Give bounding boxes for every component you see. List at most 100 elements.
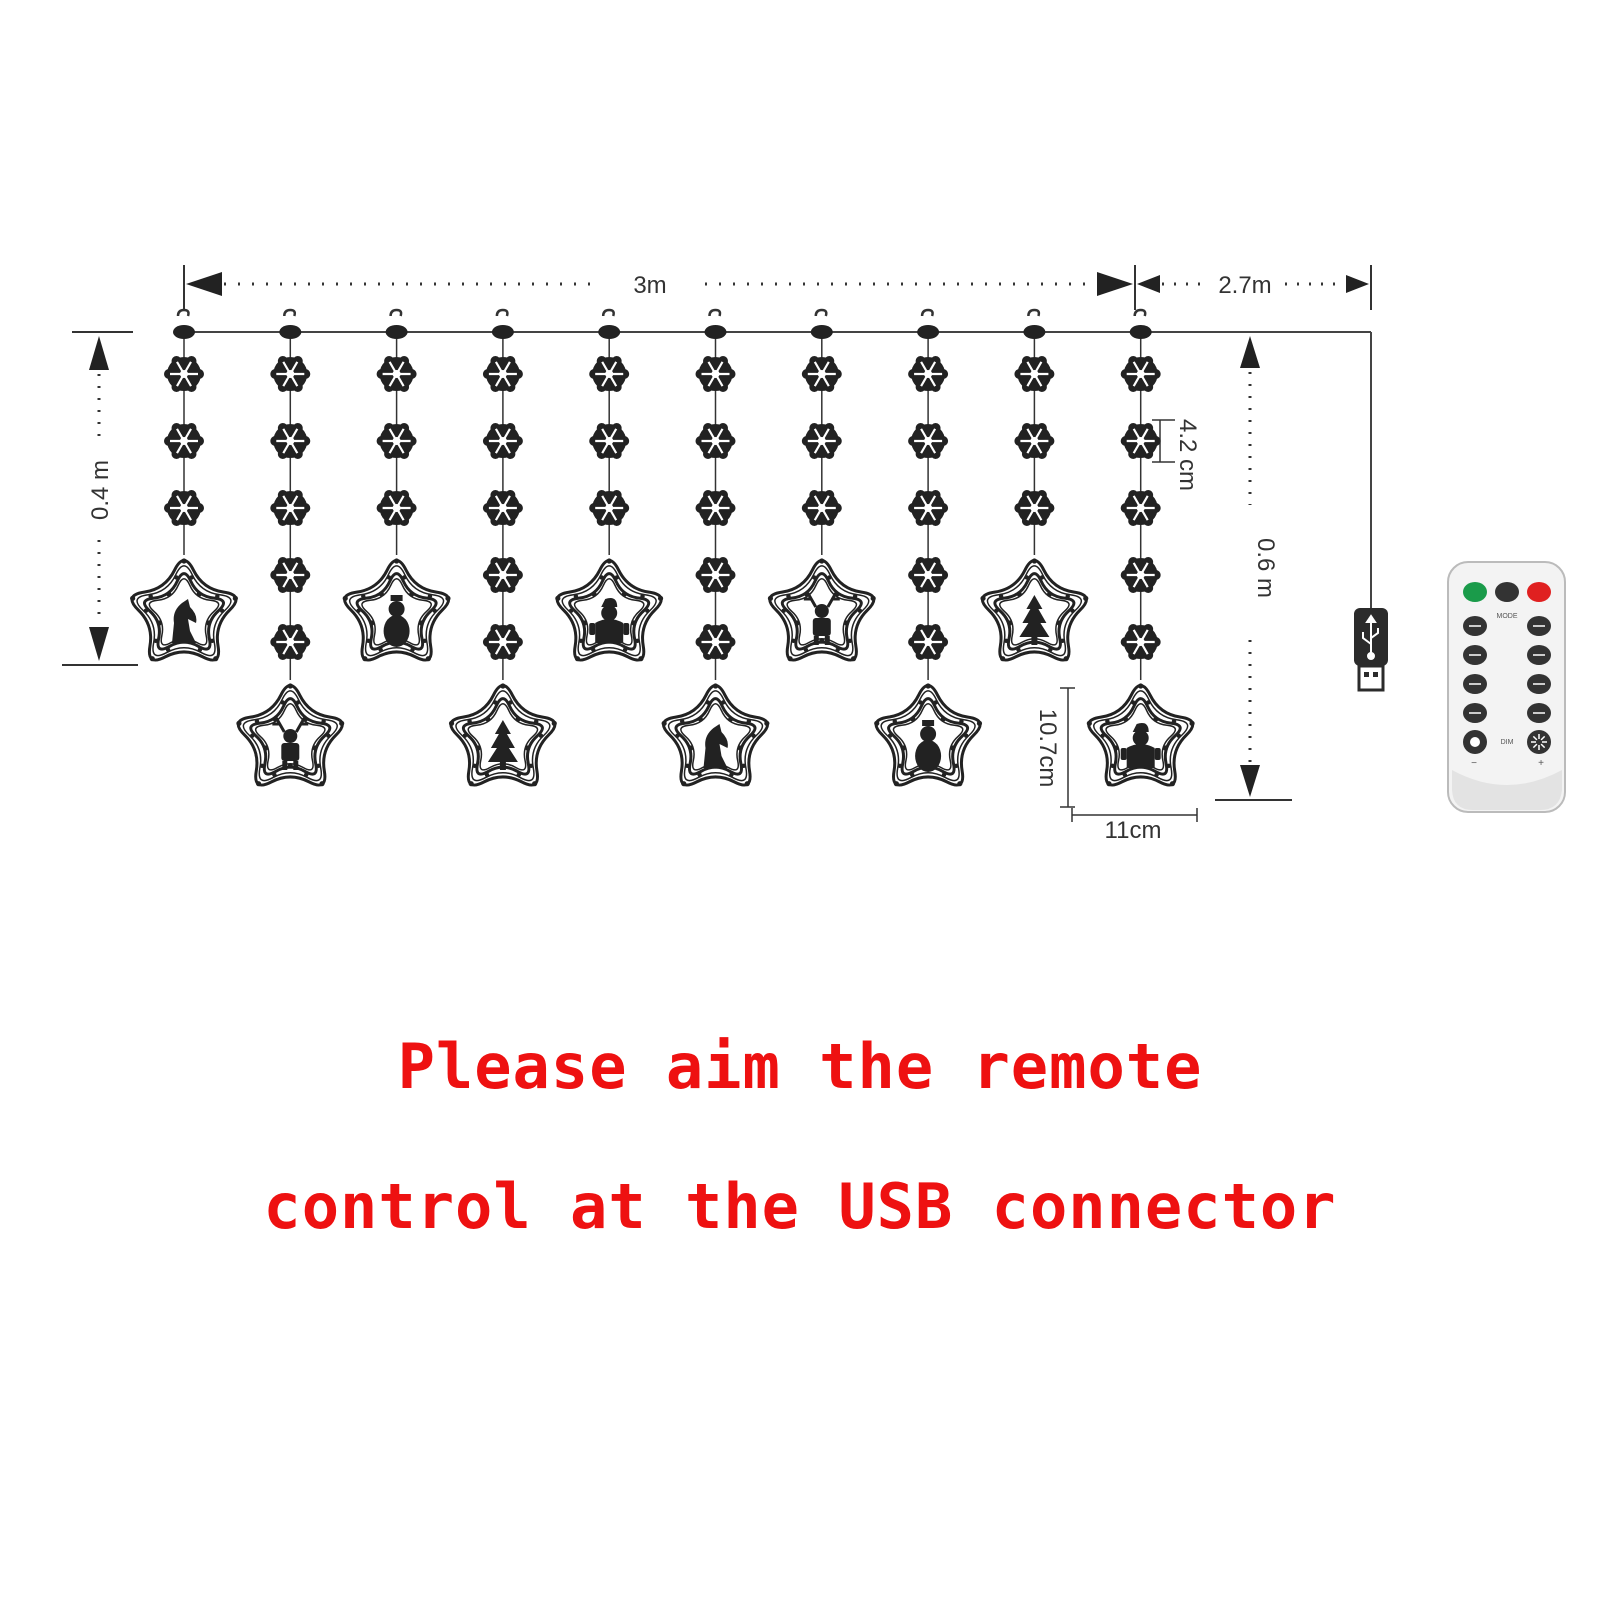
curtain-strand	[555, 308, 664, 662]
snowflake-icon	[908, 490, 949, 526]
dimension-snowflake-spacing: 4.2 cm	[1152, 419, 1201, 491]
snowflake-icon	[270, 557, 311, 593]
curtain-strand	[236, 308, 345, 787]
usb-connector	[1354, 608, 1388, 692]
snowflake-icon	[376, 356, 417, 392]
star-ornament	[1086, 683, 1195, 787]
snowflake-icon	[482, 490, 523, 526]
remote-mode-button	[1527, 674, 1551, 694]
remote-dim-label: DIM	[1501, 739, 1514, 746]
star-ornament	[661, 683, 770, 787]
snowflake-icon	[1120, 423, 1161, 459]
remote-plus-label: +	[1538, 758, 1544, 769]
dimension-long-strand: 0.6 m	[1215, 336, 1292, 801]
star-ornament	[555, 558, 664, 662]
dimension-total-width-label: 3m	[633, 272, 666, 299]
snowflake-icon	[695, 356, 736, 392]
remote-mode-button	[1463, 703, 1487, 723]
snowflake-icon	[270, 624, 311, 660]
santa-icon	[589, 598, 630, 643]
snowflake-icon	[801, 490, 842, 526]
snowflake-icon	[164, 490, 204, 526]
star-ornament	[874, 683, 983, 787]
remote-button-grid	[1463, 582, 1551, 754]
hook-icon	[917, 308, 940, 339]
snowflake-icon	[1120, 557, 1161, 593]
curtain-strand	[980, 308, 1089, 662]
hook-icon	[279, 308, 302, 339]
snowman-icon	[915, 720, 942, 772]
dimension-short-strand: 0.4 m	[62, 331, 138, 666]
hook-icon	[491, 308, 514, 339]
remote-mode-button	[1463, 645, 1487, 665]
remote-top-button	[1495, 582, 1519, 602]
remote-dim-plus-button	[1527, 730, 1551, 754]
curtain-strand	[874, 308, 983, 787]
dimension-long-strand-label: 0.6 m	[1252, 538, 1279, 598]
dimension-star-width-label: 11cm	[1105, 817, 1162, 844]
curtain-strand	[342, 308, 451, 662]
caption-line-2: control at the USB connector	[263, 1170, 1337, 1243]
dimension-star-height-label: 10.7cm	[1034, 709, 1061, 788]
snowflake-icon	[376, 490, 417, 526]
remote-control: MODE DIM − +	[1447, 561, 1566, 813]
horse-icon	[172, 599, 197, 643]
dimension-short-strand-label: 0.4 m	[87, 460, 114, 520]
hook-icon	[173, 308, 195, 339]
tree-icon	[487, 720, 518, 770]
snowflake-icon	[376, 423, 417, 459]
curtain-strand	[767, 308, 876, 662]
snowflake-icon	[801, 356, 842, 392]
star-ornament	[980, 558, 1089, 662]
snowflake-icon	[1014, 423, 1055, 459]
snowflake-icon	[589, 490, 630, 526]
snowflake-icon	[164, 356, 204, 392]
caption-line-1: Please aim the remote	[397, 1030, 1203, 1103]
dimension-star-height: 10.7cm	[1034, 687, 1075, 808]
snowflake-icon	[908, 557, 949, 593]
hook-icon	[1023, 308, 1046, 339]
snowflake-icon	[1120, 490, 1161, 526]
dimension-snowflake-spacing-label: 4.2 cm	[1174, 419, 1201, 491]
reindeer-icon	[803, 592, 840, 645]
curtain-strands	[130, 308, 1195, 787]
hook-icon	[810, 308, 833, 339]
curtain-strand	[130, 308, 238, 662]
hook-icon	[704, 308, 727, 339]
remote-mode-button	[1527, 645, 1551, 665]
snowflake-icon	[482, 423, 523, 459]
tree-icon	[1019, 595, 1050, 645]
remote-mode-button	[1527, 616, 1551, 636]
santa-icon	[1120, 723, 1161, 768]
star-ornament	[767, 558, 876, 662]
snowflake-icon	[482, 624, 523, 660]
star-ornament	[130, 558, 238, 662]
dimension-total-width: 3m	[183, 265, 1136, 310]
hook-icon	[1129, 308, 1152, 339]
remote-mode-button	[1527, 703, 1551, 723]
snowflake-icon	[164, 423, 204, 459]
snowflake-icon	[695, 557, 736, 593]
snowflake-icon	[482, 557, 523, 593]
remote-mode-label: MODE	[1497, 613, 1518, 620]
remote-mode-button	[1463, 616, 1487, 636]
remote-top-button	[1527, 582, 1551, 602]
reindeer-icon	[272, 717, 309, 770]
remote-dim-minus-button	[1463, 730, 1487, 754]
star-ornament	[236, 683, 345, 787]
snowflake-icon	[1120, 624, 1161, 660]
snowflake-icon	[695, 624, 736, 660]
snowflake-icon	[1120, 356, 1161, 392]
curtain-strand	[448, 308, 557, 787]
hook-icon	[598, 308, 621, 339]
snowflake-icon	[908, 356, 949, 392]
remote-minus-label: −	[1471, 758, 1477, 769]
snowflake-icon	[589, 356, 630, 392]
star-ornament	[448, 683, 557, 787]
usb-icon	[1362, 614, 1379, 660]
hook-icon	[385, 308, 408, 339]
snowflake-icon	[270, 356, 311, 392]
dimension-star-width: 11cm	[1071, 808, 1198, 844]
snowflake-icon	[908, 423, 949, 459]
snowman-icon	[383, 595, 410, 647]
